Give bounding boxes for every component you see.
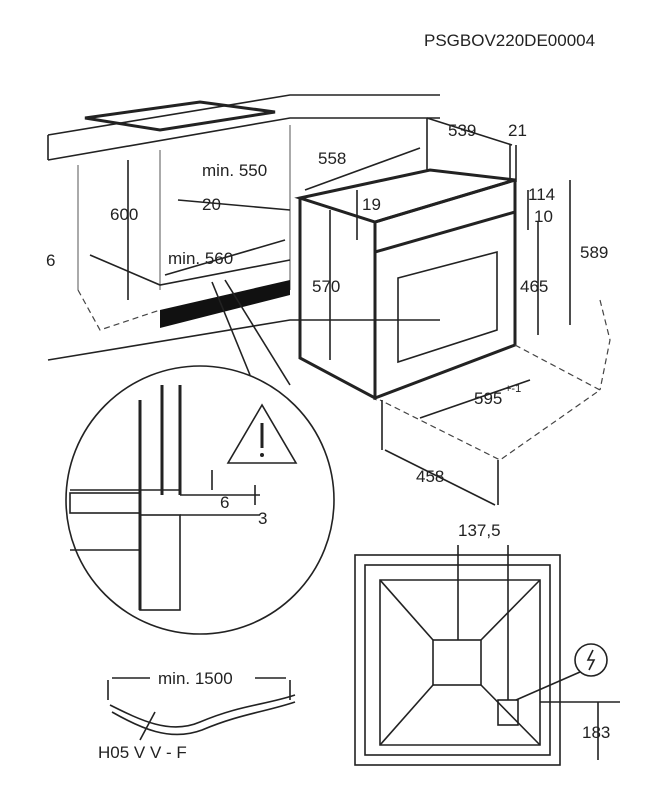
cable-min-length-label: min. 1500 (158, 669, 233, 688)
cabinet-min-width-label: min. 560 (168, 249, 233, 268)
oven-depth-total-label: 558 (318, 149, 346, 168)
cabinet-side-label: 6 (46, 251, 55, 270)
detail-gap-3-label: 3 (258, 509, 267, 528)
rear-offset-label: 137,5 (458, 521, 501, 540)
power-cable (107, 677, 296, 741)
oven-door-height-label: 465 (520, 277, 548, 296)
cable-type-label: H05 V V - F (98, 743, 187, 762)
power-symbol-icon (574, 643, 608, 677)
oven-width-tolerance: +-1 (505, 383, 521, 395)
warning-icon (226, 403, 298, 464)
rear-view (354, 545, 620, 766)
oven-body-height-label: 570 (312, 277, 340, 296)
oven-width-label: 595 (474, 389, 502, 408)
rear-socket-height-label: 183 (582, 723, 610, 742)
cabinet-vent (160, 280, 290, 328)
detail-magnifier (65, 279, 335, 635)
oven-front-label: 21 (508, 121, 527, 140)
detail-gap-6-label: 6 (220, 493, 229, 512)
cabinet-gap-label: 20 (202, 195, 221, 214)
oven-panel-gap-label: 10 (534, 207, 553, 226)
model-code: PSGBOV220DE00004 (424, 31, 595, 50)
oven-total-height-label: 589 (580, 243, 608, 262)
oven-rear-depth-label: 458 (416, 467, 444, 486)
oven-panel-label: 114 (528, 185, 555, 204)
oven-depth-body-label: 539 (448, 121, 476, 140)
oven-top-gap-label: 19 (362, 195, 381, 214)
oven (294, 117, 611, 506)
cabinet-height-label: 600 (110, 205, 138, 224)
cabinet-min-depth-label: min. 550 (202, 161, 267, 180)
worktop (47, 94, 440, 361)
